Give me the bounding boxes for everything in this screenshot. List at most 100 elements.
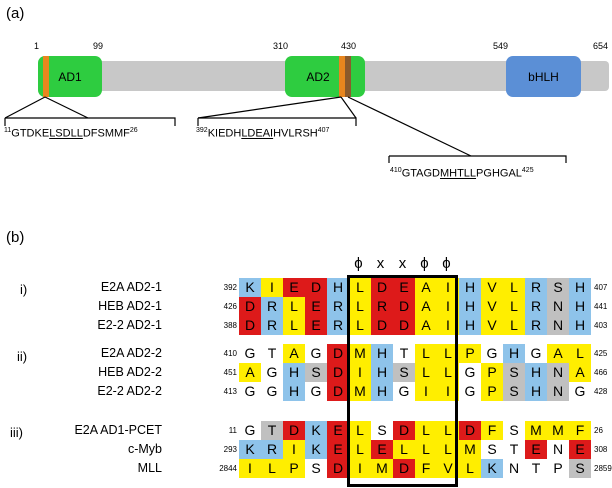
residue-cell: V [481, 297, 503, 316]
panel-a-label: (a) [6, 5, 25, 22]
end-residue-number: 403 [594, 321, 608, 330]
residue-cell: R [327, 297, 349, 316]
residue-cell: R [525, 297, 547, 316]
end-residue-number: 26 [594, 426, 603, 435]
residue-cell: S [393, 363, 415, 382]
residue-cell: I [349, 363, 371, 382]
motif-phi-1: ϕ [354, 255, 363, 272]
residue-cell: D [327, 363, 349, 382]
position-430: 430 [341, 41, 357, 51]
residue-cell: T [261, 344, 283, 363]
residue-cell: A [415, 297, 437, 316]
residue-cell: V [481, 316, 503, 335]
residue-cell: D [393, 297, 415, 316]
residue-cell: G [305, 344, 327, 363]
residue-cell: S [305, 363, 327, 382]
residue-cell: A [415, 278, 437, 297]
residue-cell: G [393, 382, 415, 401]
residue-cell: R [525, 316, 547, 335]
residue-cell: A [569, 363, 591, 382]
protein-name: E2A AD1-PCET [74, 423, 162, 437]
residue-cell: I [261, 278, 283, 297]
protein-name: E2-2 AD2-2 [97, 384, 162, 398]
residue-cell: G [261, 363, 283, 382]
residue-cell: L [569, 344, 591, 363]
residue-cell: L [415, 344, 437, 363]
residue-cell: K [239, 440, 261, 459]
residue-cell: K [305, 440, 327, 459]
residue-cell: A [415, 316, 437, 335]
residue-cell: E [525, 440, 547, 459]
residue-cell: T [261, 421, 283, 440]
seq-ad1: 11GTDKELSDLLDFSMMF26 [4, 127, 138, 140]
residue-cell: H [327, 278, 349, 297]
ad2-helix2-marker [345, 56, 351, 97]
residue-cell: D [393, 421, 415, 440]
protein-name: HEB AD2-1 [98, 299, 162, 313]
residue-cell: L [349, 440, 371, 459]
residue-cell: I [349, 459, 371, 478]
start-residue-number: 413 [223, 387, 237, 396]
residue-cell: R [371, 297, 393, 316]
start-residue-number: 426 [223, 302, 237, 311]
end-residue-number: 2859 [594, 464, 612, 473]
residue-cell: D [305, 278, 327, 297]
residue-cell: S [481, 440, 503, 459]
residue-cell: S [305, 459, 327, 478]
residue-cell: T [393, 344, 415, 363]
residue-cell: N [547, 316, 569, 335]
residue-cell: L [437, 440, 459, 459]
protein-name: E2A AD2-2 [100, 346, 162, 360]
panel-b-label: (b) [6, 229, 25, 246]
residue-cell: P [547, 459, 569, 478]
residue-cell: F [481, 421, 503, 440]
residue-cell: L [283, 316, 305, 335]
residue-cell: E [305, 297, 327, 316]
start-residue-number: 451 [223, 368, 237, 377]
end-residue-number: 425 [594, 349, 608, 358]
residue-cell: D [239, 297, 261, 316]
residue-cell: R [327, 316, 349, 335]
position-1: 1 [34, 41, 40, 51]
residue-cell: I [437, 278, 459, 297]
protein-name: c-Myb [127, 442, 162, 456]
residue-cell: A [239, 363, 261, 382]
residue-cell: L [283, 297, 305, 316]
residue-cell: F [415, 459, 437, 478]
motif-box [347, 275, 458, 487]
seq-ad2-1: 392KIEDHLDEAIHVLRSH407 [196, 127, 330, 140]
protein-name: E2A AD2-1 [100, 280, 162, 294]
residue-cell: G [459, 382, 481, 401]
end-residue-number: 308 [594, 445, 608, 454]
position-310: 310 [273, 41, 289, 51]
residue-cell: E [305, 316, 327, 335]
residue-cell: G [569, 382, 591, 401]
bracket-ad1 [4, 117, 176, 126]
residue-cell: I [283, 440, 305, 459]
residue-cell: H [371, 382, 393, 401]
residue-cell: G [239, 382, 261, 401]
residue-cell: H [459, 297, 481, 316]
residue-cell: E [393, 278, 415, 297]
residue-cell: R [525, 278, 547, 297]
residue-cell: L [415, 440, 437, 459]
residue-cell: L [393, 440, 415, 459]
residue-cell: E [371, 440, 393, 459]
residue-cell: S [503, 382, 525, 401]
start-residue-number: 2844 [219, 464, 237, 473]
ad2-domain-label: AD2 [306, 69, 330, 84]
ad1-helix-marker [43, 56, 49, 97]
residue-cell: H [525, 382, 547, 401]
bhlh-domain-label: bHLH [528, 69, 559, 84]
end-residue-number: 428 [594, 387, 608, 396]
zoom-line-ad1 [4, 96, 89, 119]
residue-cell: E [569, 440, 591, 459]
residue-cell: D [371, 316, 393, 335]
residue-cell: G [261, 382, 283, 401]
residue-cell: P [481, 363, 503, 382]
residue-cell: G [525, 344, 547, 363]
motif-phi-2: ϕ [420, 255, 429, 272]
residue-cell: D [239, 316, 261, 335]
position-549: 549 [493, 41, 509, 51]
group-label-ii: ii) [17, 349, 28, 364]
